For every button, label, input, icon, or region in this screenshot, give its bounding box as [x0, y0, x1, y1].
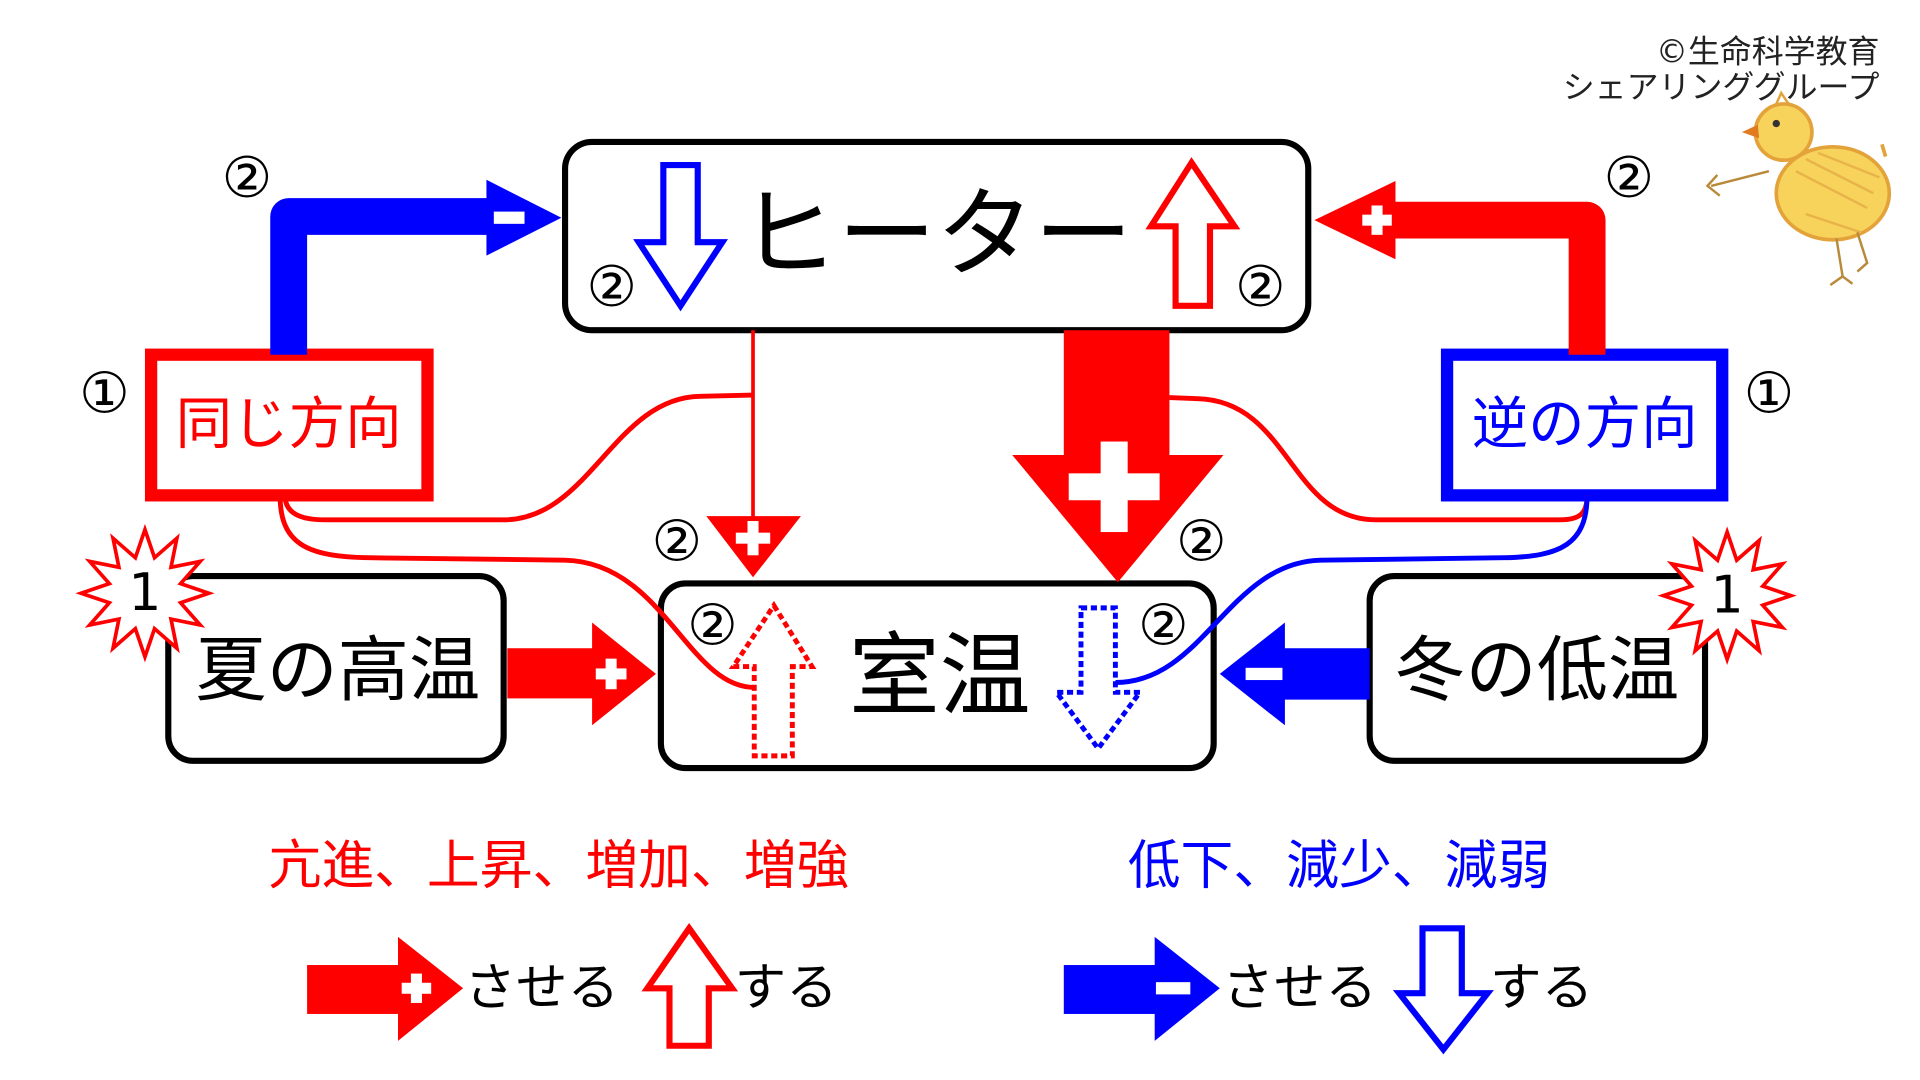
room-fall-dotted-arrow-icon — [1051, 605, 1145, 753]
marker-two-heater-right: ② — [1235, 255, 1286, 320]
opposite-direction-box — [1440, 348, 1729, 502]
legend-decrease-state-text: する — [1490, 958, 1593, 1018]
copyright-line-2: シェアリンググループ — [1563, 68, 1880, 106]
same-direction-label: 同じ方向 — [176, 392, 402, 457]
legend-decrease: 低下、減少、減弱 させる する — [1063, 836, 1593, 1055]
legend-decrease-hollow-arrow-icon — [1392, 925, 1494, 1055]
summer-heat-label: 夏の高温 — [195, 629, 480, 712]
minus-icon — [1245, 667, 1283, 681]
heater-to-room-thin-arrow — [706, 330, 801, 578]
summer-heat-box — [165, 573, 507, 764]
legend-increase-state-text: する — [735, 958, 838, 1018]
marker-two-top-right: ② — [1604, 146, 1655, 211]
winter-badge-number: 1 — [1711, 566, 1744, 626]
opposite-direction-to-room-fall-curve — [1115, 495, 1590, 685]
plus-icon — [1362, 205, 1392, 235]
starburst-icon — [75, 523, 215, 663]
legend-increase-hollow-arrow-icon — [641, 923, 739, 1049]
copyright-line-1: ©生命科学教育 — [1656, 32, 1880, 70]
plus-icon — [735, 521, 771, 556]
legend-increase-arrow — [307, 936, 464, 1041]
heater-to-room-thick-arrow — [1012, 330, 1224, 583]
legend-decrease-arrow-text: させる — [1222, 958, 1377, 1018]
plus-icon — [1068, 441, 1160, 533]
legend-increase-arrow-text: させる — [464, 958, 619, 1018]
opposite-direction-to-heater-arrow — [1314, 181, 1606, 355]
starburst-icon — [1657, 526, 1797, 665]
same-direction-to-heater-arrow — [270, 179, 562, 355]
winter-to-room-arrow — [1219, 622, 1370, 726]
opposite-direction-label: 逆の方向 — [1472, 392, 1698, 457]
room-rise-dotted-arrow-icon — [728, 600, 817, 759]
marker-two-heater-left: ② — [586, 255, 637, 320]
summer-badge-number: 1 — [129, 563, 162, 623]
plus-icon — [401, 973, 432, 1003]
marker-two-room-right: ② — [1138, 594, 1189, 659]
heater-arrow-to-opposite-direction-curve — [1169, 395, 1590, 523]
same-direction-to-heater-line-curve — [282, 392, 754, 523]
marker-one-left: ① — [79, 361, 130, 426]
legend-decrease-arrow — [1063, 936, 1220, 1041]
plus-icon — [595, 658, 627, 690]
marker-two-thick-arrow: ② — [1176, 509, 1227, 574]
summer-to-room-arrow — [507, 622, 656, 726]
heater-increase-arrow-icon — [1145, 157, 1241, 309]
legend-decrease-terms: 低下、減少、減弱 — [1128, 836, 1550, 897]
minus-icon — [493, 211, 525, 224]
marker-one-right: ① — [1744, 361, 1795, 426]
chick-illustration — [1705, 90, 1892, 286]
legend-increase-terms: 亢進、上昇、増加、増強 — [269, 836, 850, 897]
winter-cold-label: 冬の低温 — [1394, 629, 1679, 712]
minus-icon — [1155, 982, 1191, 995]
marker-two-thin-arrow: ② — [652, 509, 703, 574]
winter-disturbance-badge: 1 — [1657, 526, 1797, 665]
heater-label: ヒーター — [740, 178, 1133, 292]
room-temperature-label: 室温 — [849, 624, 1031, 729]
marker-two-room-left: ② — [687, 594, 738, 659]
marker-two-top-left: ② — [222, 146, 273, 211]
legend-increase: 亢進、上昇、増加、増強 させる する — [269, 836, 850, 1049]
heater-decrease-arrow-icon — [633, 162, 728, 312]
summer-disturbance-badge: 1 — [75, 523, 215, 663]
same-direction-to-room-rise-curve — [277, 495, 755, 690]
heater-box — [561, 138, 1312, 334]
